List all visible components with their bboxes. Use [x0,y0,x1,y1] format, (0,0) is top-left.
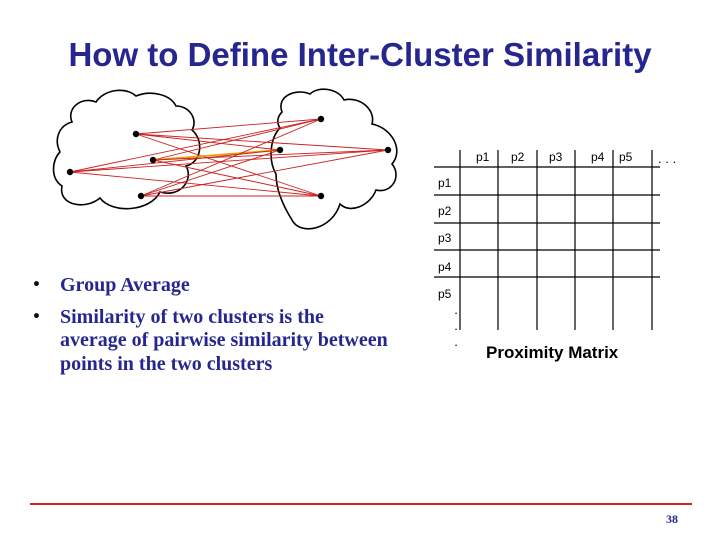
page-number: 38 [666,512,678,526]
pairwise-edge [69,171,322,197]
bullet-text-definition: Similarity of two clusters is the averag… [60,305,388,375]
cluster-point [66,168,74,176]
cluster-point [132,130,140,138]
pairwise-edge [69,149,389,173]
col-header-p4: p4 [591,150,605,164]
col-header-p1: p1 [476,150,490,164]
pairwise-edge [140,149,389,197]
row-header-p1: p1 [438,176,452,190]
row-header-p3: p3 [438,231,452,245]
right-cluster-outline [270,88,398,230]
pairwise-edge [135,133,281,151]
row-header-p2: p2 [438,204,452,218]
pairwise-edge [135,118,322,135]
bullet-item: • Similarity of two clusters is the aver… [32,306,390,377]
bullet-marker: • [32,277,41,293]
cluster-point [384,146,392,154]
col-ellipsis: . . . [658,151,677,166]
bullet-item: • Group Average [32,274,390,298]
row-header-p5: p5 [438,287,452,301]
pairwise-edges [69,118,389,197]
proximity-matrix-grid [434,150,660,330]
pairwise-edge [69,118,322,173]
row-header-p4: p4 [438,260,452,274]
pairwise-edge [135,133,389,151]
bullet-text-group-average: Group Average [60,274,190,296]
cluster-point [317,115,325,123]
pairwise-edge [69,149,281,173]
proximity-matrix-caption: Proximity Matrix [486,343,619,362]
pairwise-edge [140,149,281,197]
bullet-marker: • [32,308,41,325]
col-header-p5: p5 [619,150,633,164]
col-header-p2: p2 [511,150,525,164]
cluster-point [149,156,157,164]
pairwise-edge [140,118,322,197]
footer-divider [30,503,692,505]
cluster-points [66,115,392,200]
bullet-list: • Group Average • Similarity of two clus… [32,274,390,376]
pairwise-edge [152,118,322,161]
cluster-point [137,192,145,200]
pairwise-edge [152,149,281,161]
pairwise-edge [152,149,389,161]
left-cluster-outline [52,89,201,210]
cluster-point [317,192,325,200]
row-ellipsis: . . . [454,302,458,349]
cluster-point [276,146,284,154]
pairwise-edge [135,133,322,197]
slide-title: How to Define Inter-Cluster Similarity [68,36,652,73]
col-header-p3: p3 [549,150,563,164]
